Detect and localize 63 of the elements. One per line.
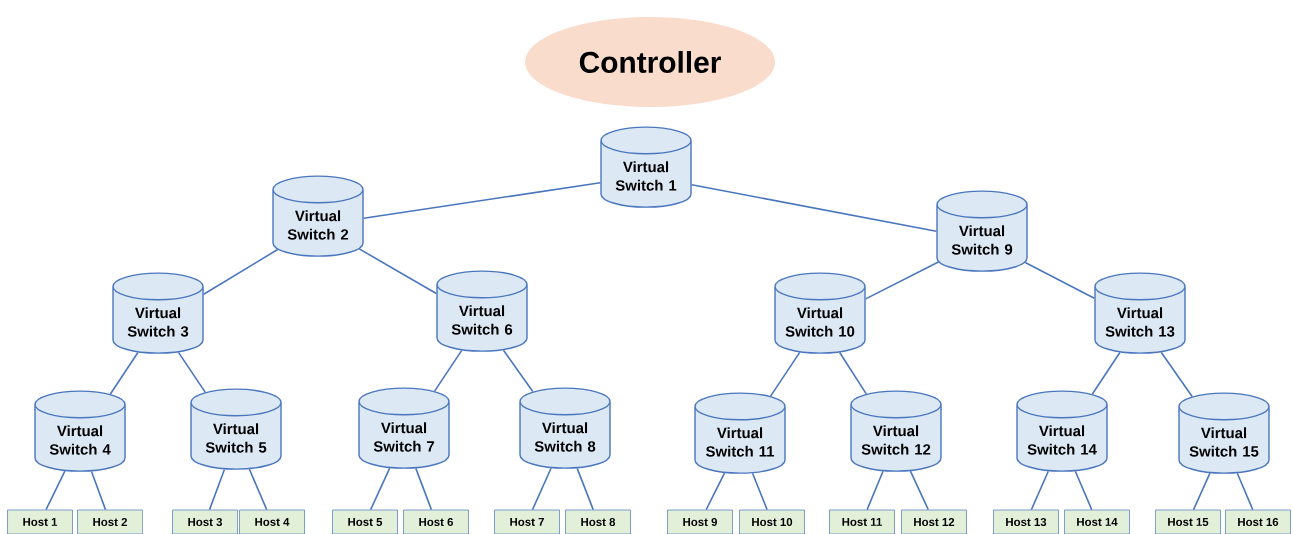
- host-box: Host 8: [565, 509, 631, 534]
- host-box: Host 13: [993, 509, 1059, 534]
- host-box: Host 2: [77, 509, 143, 534]
- switch-cylinder: Virtual Switch 10: [774, 272, 866, 354]
- connector-line: [1160, 351, 1193, 398]
- switch-cylinder: Virtual Switch 6: [436, 270, 528, 352]
- connector-line: [362, 182, 602, 219]
- switch-cylinder: Virtual Switch 2: [272, 175, 364, 257]
- connector-line: [576, 467, 594, 511]
- connector-line: [909, 470, 930, 511]
- switch-cylinder: Virtual Switch 5: [190, 388, 282, 470]
- switch-cylinder: Virtual Switch 1: [600, 126, 692, 208]
- connector-line: [358, 248, 438, 295]
- switch-cylinder: Virtual Switch 7: [358, 387, 450, 469]
- host-box: Host 9: [667, 509, 733, 534]
- connector-line: [1192, 472, 1211, 511]
- connector-line: [1030, 470, 1050, 511]
- switch-cylinder: Virtual Switch 3: [112, 272, 204, 354]
- connector-line: [866, 470, 884, 511]
- connector-line: [1024, 261, 1096, 300]
- host-box: Host 11: [829, 509, 895, 534]
- connector-line: [1091, 351, 1121, 395]
- connector-line: [864, 261, 940, 300]
- host-box: Host 7: [494, 509, 560, 534]
- connector-line: [1074, 470, 1093, 511]
- host-box: Host 10: [739, 509, 805, 534]
- host-box: Host 6: [403, 509, 469, 534]
- connector-line: [177, 351, 206, 393]
- switch-cylinder: Virtual Switch 9: [936, 190, 1028, 272]
- node-label: Host 4: [255, 518, 290, 526]
- switch-cylinder: Virtual Switch 8: [519, 387, 611, 469]
- host-box: Host 4: [239, 509, 305, 534]
- connector-line: [208, 468, 226, 511]
- switch-cylinder: Virtual Switch 14: [1016, 390, 1108, 472]
- connector-line: [705, 472, 726, 511]
- connector-line: [751, 472, 768, 511]
- host-box: Host 14: [1064, 509, 1130, 534]
- host-box: Host 5: [332, 509, 398, 534]
- connector-line: [248, 468, 268, 511]
- host-box: Host 15: [1155, 509, 1221, 534]
- connector-line: [769, 351, 801, 397]
- connector-line: [415, 467, 433, 511]
- connector-line: [45, 470, 66, 511]
- switch-cylinder: Virtual Switch 4: [34, 390, 126, 472]
- switch-cylinder: Virtual Switch 13: [1094, 272, 1186, 354]
- switch-cylinder: Virtual Switch 11: [694, 392, 786, 474]
- connector-line: [690, 183, 938, 233]
- connector-line: [90, 470, 107, 511]
- connector-line: [502, 349, 534, 393]
- connector-line: [109, 351, 139, 395]
- node-label: Host 3: [188, 517, 223, 527]
- connector-line: [1236, 472, 1254, 511]
- connector-line: [838, 351, 868, 395]
- host-box: Host 12: [901, 509, 967, 534]
- connector-line: [531, 467, 552, 511]
- switch-cylinder: Virtual Switch 12: [850, 390, 942, 472]
- connector-line: [369, 467, 391, 511]
- host-box: Host 16: [1225, 509, 1291, 534]
- host-box: Host 1: [7, 509, 73, 534]
- switch-cylinder: Virtual Switch 15: [1178, 392, 1270, 474]
- host-box: Host 3: [172, 509, 238, 534]
- connector-line: [202, 248, 279, 296]
- connector-line: [433, 349, 463, 392]
